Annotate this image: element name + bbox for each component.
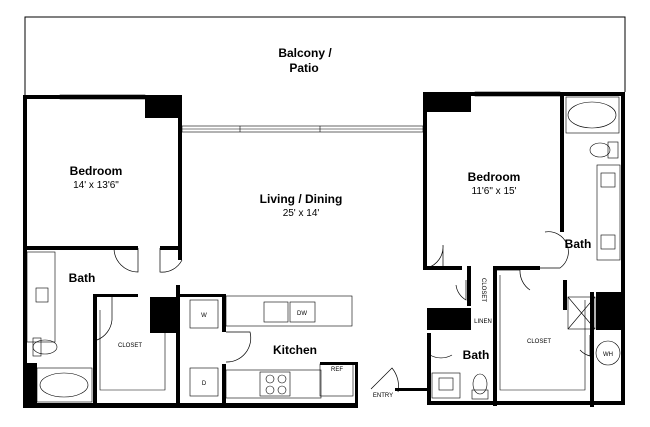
- washer-label: W: [201, 313, 207, 319]
- door-swings: [96, 231, 591, 393]
- balcony-area: [24, 16, 626, 96]
- living-dining-dimensions: 25' x 14': [283, 208, 320, 219]
- closet-small-label: CLOSET: [480, 278, 486, 302]
- bedroom-right-dimensions: 11'6" x 15': [472, 186, 517, 197]
- dryer-label: D: [202, 381, 207, 387]
- closet-left-label: CLOSET: [118, 343, 142, 349]
- fixtures: [26, 96, 621, 403]
- bedroom-right-name: Bedroom: [468, 170, 521, 184]
- bath-left-name: Bath: [69, 271, 96, 285]
- kitchen-name: Kitchen: [273, 343, 317, 357]
- dishwasher-label: DW: [297, 311, 307, 317]
- refrigerator-label: REF: [331, 367, 343, 373]
- bath-right-upper-name: Bath: [565, 237, 592, 251]
- living-dining-name: Living / Dining: [260, 192, 343, 206]
- entry-label: ENTRY: [373, 393, 393, 399]
- balcony-label-line2: Patio: [289, 61, 318, 75]
- balcony-label-line1: Balcony /: [278, 46, 332, 60]
- linen-label: LINEN: [474, 319, 492, 325]
- windows: [59, 91, 561, 133]
- water-heater-label: WH: [603, 352, 613, 358]
- bath-center-name: Bath: [463, 348, 490, 362]
- bedroom-left-dimensions: 14' x 13'6": [73, 180, 119, 191]
- bedroom-left-name: Bedroom: [70, 164, 123, 178]
- walls: [23, 92, 625, 408]
- closet-right-label: CLOSET: [527, 339, 551, 345]
